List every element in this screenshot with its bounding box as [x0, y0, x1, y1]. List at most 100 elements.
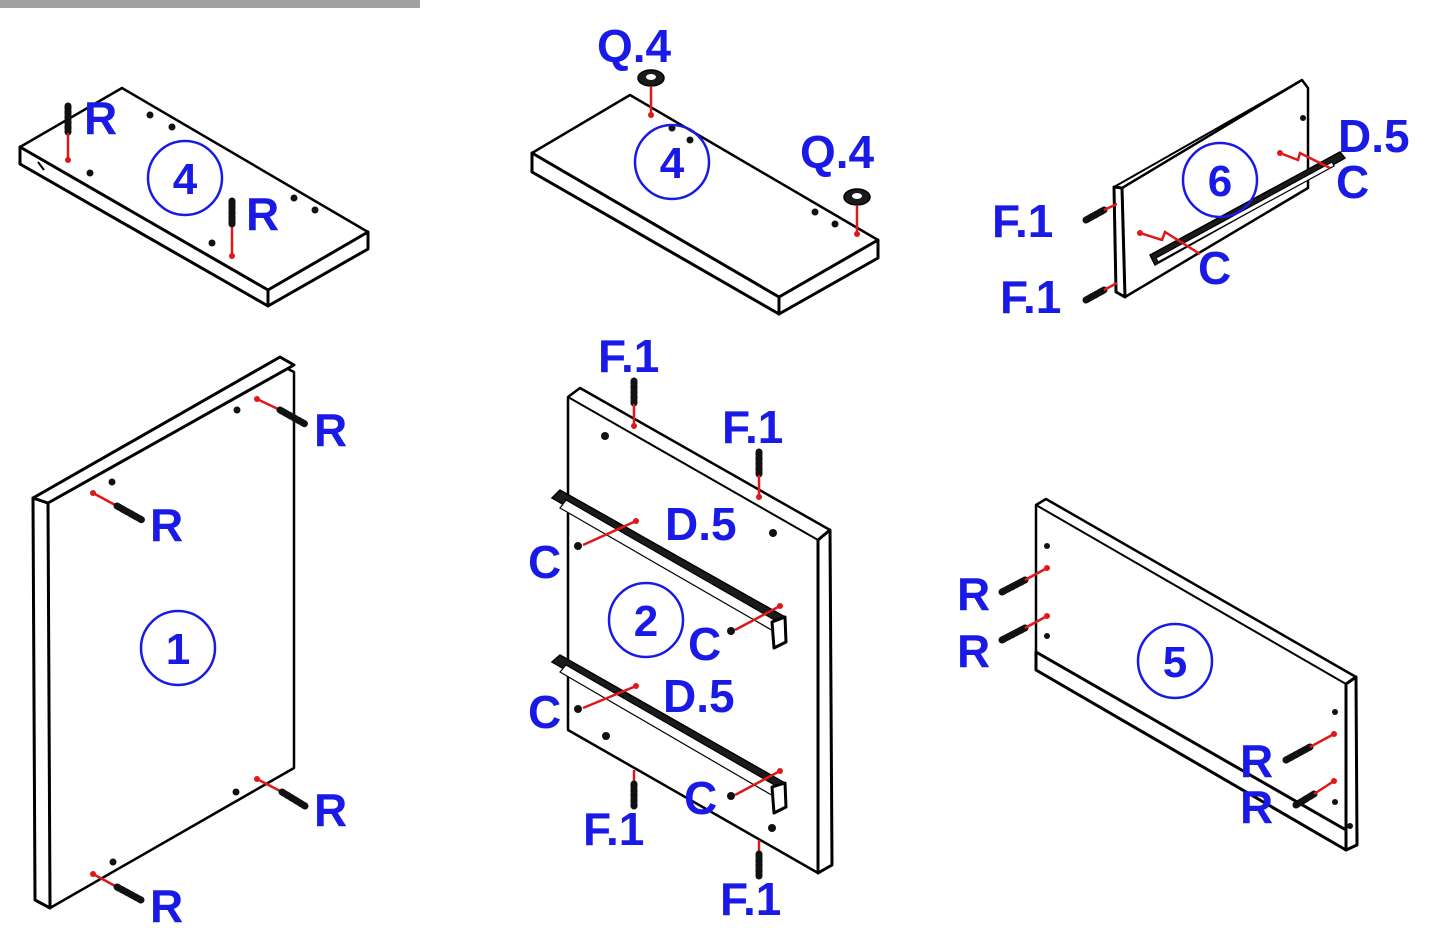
panel-2: 2 F.1 F.1 D.5 C C D.5 C C F.1 F.1 — [528, 330, 834, 925]
hole — [208, 239, 216, 247]
guide-line — [1279, 151, 1331, 170]
guide-line — [1139, 230, 1201, 256]
part-number-ring — [607, 581, 685, 659]
guide-dot — [1331, 731, 1337, 737]
guide-line — [256, 777, 283, 794]
hole — [1347, 823, 1353, 829]
callout-label: C — [1198, 242, 1231, 294]
callout-label: R — [150, 880, 183, 932]
guide-dot — [854, 231, 860, 237]
panel-6-edge — [1112, 185, 1127, 299]
callout-label: C — [1336, 156, 1369, 208]
callout-label: C — [528, 686, 561, 738]
guide-line — [1024, 566, 1048, 582]
guide-dot — [1137, 230, 1143, 236]
screw — [727, 792, 735, 800]
guide-dot — [90, 490, 96, 496]
hole — [232, 788, 240, 796]
guide-line — [734, 769, 781, 797]
hole — [1300, 115, 1306, 121]
panel-6-top-edge — [1113, 79, 1303, 188]
guide-dot — [777, 603, 783, 609]
guide-dot — [1277, 150, 1283, 156]
guide-line — [1024, 614, 1048, 630]
screw — [574, 705, 582, 713]
callout-label: F.1 — [722, 401, 783, 453]
guide-line — [256, 397, 281, 412]
dowel-pin — [998, 624, 1029, 644]
callout-label: D.5 — [1338, 110, 1410, 162]
callout-label: R — [1240, 781, 1273, 833]
guide-dot — [1044, 565, 1050, 571]
panel-1-top-edge — [31, 355, 296, 505]
panel-5-top-edge — [1035, 504, 1347, 685]
callout-label: D.5 — [665, 498, 737, 550]
panel-6: 6 D.5 C C F.1 F.1 — [992, 78, 1410, 323]
panel-5-right-edge — [1344, 675, 1359, 852]
screw — [574, 542, 582, 550]
leveling-foot-center — [852, 193, 862, 199]
panel-5-lower-strip — [1034, 650, 1348, 852]
callout-label: C — [528, 536, 561, 588]
hole — [311, 206, 319, 214]
callout-label: C — [684, 772, 717, 824]
guide-dot — [90, 871, 96, 877]
hole — [146, 111, 154, 119]
part-number: 6 — [1208, 157, 1232, 206]
hole — [1044, 543, 1050, 549]
dowel-pin — [276, 406, 309, 428]
callout-label: F.1 — [583, 803, 644, 855]
hole — [86, 169, 94, 177]
part-number-ring — [1136, 622, 1214, 700]
callout-label: D.5 — [663, 670, 735, 722]
part-number-ring — [633, 123, 711, 201]
guide-dot — [756, 494, 762, 500]
hole — [769, 529, 777, 537]
guide-dot — [65, 157, 71, 163]
shelf-4-center: 4 Q.4 Q.4 — [530, 20, 880, 316]
callout-label: R — [314, 404, 347, 456]
guide-dot — [229, 253, 235, 259]
callout-label: F.1 — [598, 330, 659, 382]
panel-5: 5 R R R R — [957, 497, 1359, 852]
hole — [1332, 709, 1338, 715]
guide-line — [1103, 281, 1118, 292]
guide-dot — [254, 396, 260, 402]
guide-dot — [1044, 613, 1050, 619]
callout-label: R — [314, 784, 347, 836]
part-number: 4 — [660, 139, 685, 188]
hole — [831, 220, 839, 228]
shelf-4-center-side-edge — [777, 238, 880, 316]
hole — [1044, 633, 1050, 639]
part-number: 1 — [166, 625, 190, 674]
hole — [602, 732, 610, 740]
drawer-rail-lower-end — [770, 781, 788, 815]
part-number: 2 — [634, 597, 658, 646]
part-number-ring — [1181, 141, 1259, 219]
callout-label: F.1 — [1000, 271, 1061, 323]
callout-label: R — [150, 499, 183, 551]
hole — [1332, 799, 1338, 805]
callout-label: R — [957, 625, 990, 677]
callout-label: Q.4 — [597, 20, 672, 72]
callout-label: R — [246, 188, 279, 240]
guide-dot — [633, 518, 639, 524]
callout-label: R — [957, 568, 990, 620]
callout-label: F.1 — [720, 873, 781, 925]
callout-label: C — [688, 618, 721, 670]
drawer-rail-slot — [1155, 161, 1335, 263]
part-number: 4 — [173, 155, 198, 204]
dowel-pin — [113, 883, 145, 904]
hole — [768, 824, 776, 832]
shelf-4-left: 4 R R — [18, 86, 370, 308]
dowel-pin — [113, 502, 146, 524]
guide-line — [92, 872, 118, 889]
screw — [727, 627, 735, 635]
guide-line — [1309, 732, 1335, 749]
dowel-pin — [1082, 286, 1108, 304]
hole — [686, 136, 694, 144]
hole — [108, 478, 116, 486]
guide-line — [92, 491, 118, 508]
part-number-ring — [146, 139, 224, 217]
